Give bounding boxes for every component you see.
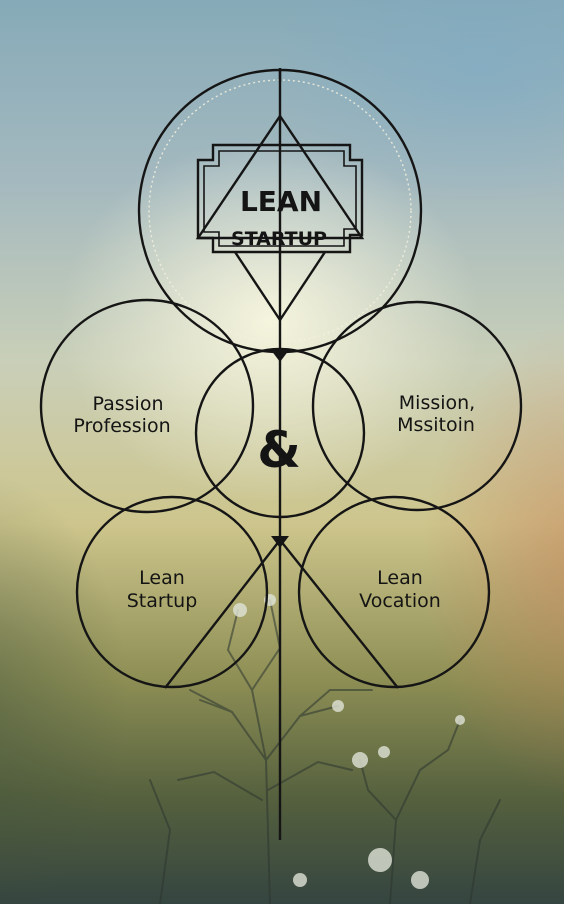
lower-v <box>164 539 399 689</box>
center-ampersand: & <box>257 421 301 479</box>
left-circle-line2: Profession <box>73 415 170 437</box>
bottom-left-circle-line1: Lean <box>139 567 185 589</box>
right-circle-line2: Mssitoin <box>397 414 475 436</box>
line-art <box>39 68 523 840</box>
bottom-right-circle <box>297 495 491 689</box>
arrow-marker-lower <box>271 536 289 548</box>
bottom-right-circle-line2: Vocation <box>359 590 441 612</box>
title-box-inner <box>203 150 357 247</box>
bottom-left-circle-line2: Startup <box>127 590 198 612</box>
title-box <box>196 143 364 254</box>
title-line2: STARTUP <box>231 228 327 250</box>
bottom-right-circle-line1: Lean <box>377 567 423 589</box>
left-circle-line1: Passion <box>93 393 164 415</box>
arrow-marker-upper <box>271 350 289 362</box>
left-circle <box>39 298 255 514</box>
title-line1: LEAN <box>240 185 322 218</box>
plant-buds <box>233 594 465 889</box>
right-circle-line1: Mission, <box>399 392 475 414</box>
plant-silhouette <box>149 599 501 904</box>
right-circle <box>311 300 523 512</box>
bottom-left-circle <box>75 495 269 689</box>
